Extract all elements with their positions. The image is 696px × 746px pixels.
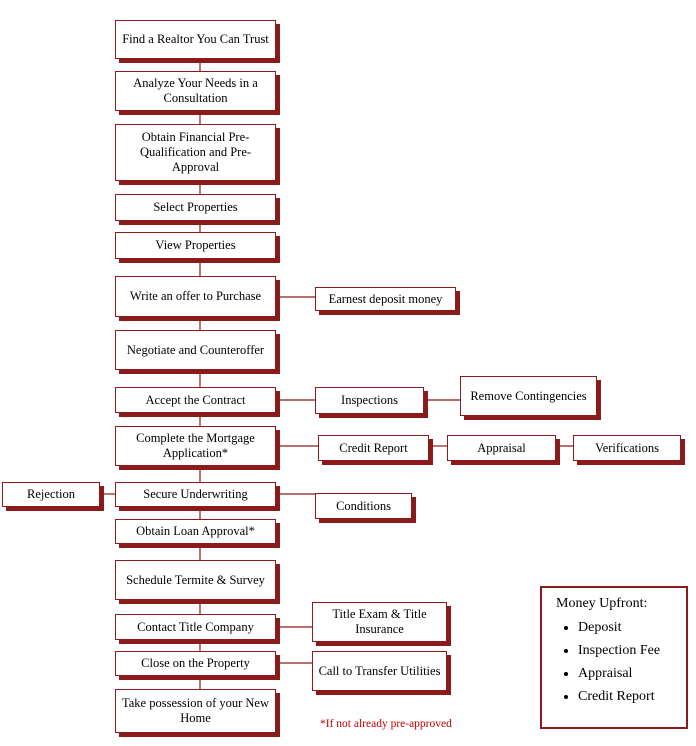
step-secure-underwriting: Secure Underwriting [115,482,276,507]
box-label: Conditions [336,498,391,513]
step-view-properties: View Properties [115,232,276,259]
step-label: Select Properties [153,200,238,214]
legend-title: Money Upfront: [556,596,648,611]
box-conditions: Conditions [315,493,412,519]
step-select-properties: Select Properties [115,194,276,221]
box-label: Call to Transfer Utilities [318,663,441,678]
step-pre-approval: Obtain Financial Pre-Qualification and P… [115,124,276,181]
step-label: Contact Title Company [137,619,254,634]
box-label: Rejection [27,487,75,501]
step-contact-title: Contact Title Company [115,614,276,640]
legend-item: Inspection Fee [578,639,676,662]
step-label: Find a Realtor You Can Trust [122,32,269,46]
step-label: Write an offer to Purchase [129,289,262,303]
box-appraisal: Appraisal [447,435,556,461]
box-label: Remove Contingencies [470,388,587,403]
step-label: Schedule Termite & Survey [126,572,265,587]
box-inspections: Inspections [315,387,424,414]
step-write-offer: Write an offer to Purchase [115,276,276,317]
box-label: Credit Report [339,440,408,455]
box-remove-contingencies: Remove Contingencies [460,376,597,416]
footnote: *If not already pre-approved [320,718,452,730]
step-analyze-needs: Analyze Your Needs in a Consultation [115,71,276,111]
box-label: Inspections [341,393,398,407]
step-label: Analyze Your Needs in a Consultation [133,76,258,105]
box-earnest-deposit: Earnest deposit money [315,287,456,311]
box-label: Verifications [595,440,659,455]
step-accept-contract: Accept the Contract [115,387,276,413]
step-termite-survey: Schedule Termite & Survey [115,560,276,600]
legend-item: Credit Report [578,685,676,708]
step-negotiate: Negotiate and Counteroffer [115,330,276,370]
step-label: Secure Underwriting [143,487,248,501]
step-loan-approval: Obtain Loan Approval* [115,519,276,544]
step-label: Accept the Contract [145,392,246,407]
step-label: Negotiate and Counteroffer [126,342,265,357]
step-label: Obtain Financial Pre-Qualification and P… [139,130,252,174]
step-label: Close on the Property [141,656,250,670]
box-call-utilities: Call to Transfer Utilities [312,651,447,691]
legend-list: Deposit Inspection Fee Appraisal Credit … [556,616,676,708]
box-rejection: Rejection [2,482,100,507]
step-close-property: Close on the Property [115,651,276,676]
step-take-possession: Take possession of your New Home [115,689,276,733]
step-label: Take possession of your New Home [121,696,269,725]
step-label: Obtain Loan Approval* [136,524,255,538]
step-label: View Properties [155,238,236,252]
box-credit-report: Credit Report [318,435,429,461]
box-verifications: Verifications [573,435,681,461]
legend-item: Deposit [578,616,676,639]
step-label: Complete the Mortgage Application* [136,431,255,460]
box-label: Title Exam & Title Insurance [332,607,427,636]
box-title-exam: Title Exam & Title Insurance [312,602,447,642]
step-mortgage-application: Complete the Mortgage Application* [115,426,276,466]
box-label: Earnest deposit money [328,291,443,306]
step-find-realtor: Find a Realtor You Can Trust [115,20,276,59]
box-label: Appraisal [477,440,526,455]
legend-item: Appraisal [578,662,676,685]
money-upfront-legend: Money Upfront: Deposit Inspection Fee Ap… [540,586,688,729]
